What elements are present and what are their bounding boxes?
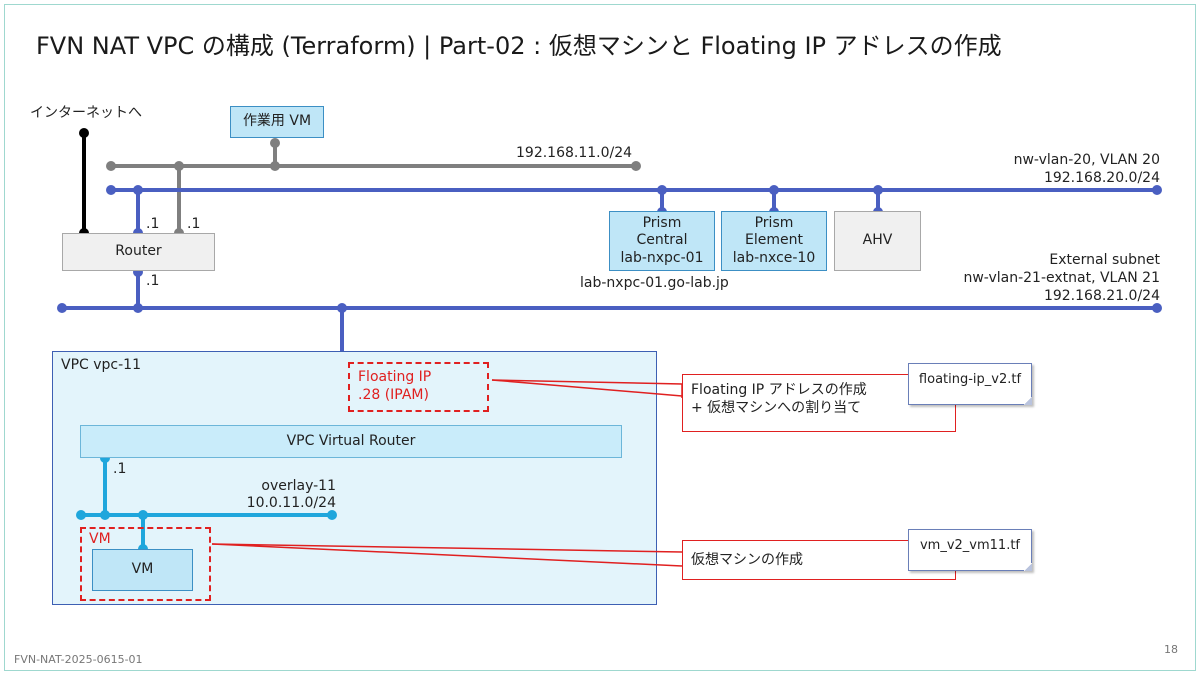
- ext-cidr: 192.168.21.0/24: [1043, 288, 1160, 304]
- router-box: Router: [62, 233, 215, 271]
- ahv-box: AHV: [834, 211, 921, 271]
- fip-tf-file: floating-ip_v2.tf: [908, 363, 1032, 405]
- vm-label: VM: [131, 561, 154, 578]
- vlan20-cidr: 192.168.20.0/24: [1043, 170, 1160, 186]
- ext-name: nw-vlan-21-extnat, VLAN 21: [963, 270, 1160, 286]
- net11-cidr: 192.168.11.0/24: [516, 145, 633, 161]
- overlay-cidr: 10.0.11.0/24: [246, 495, 336, 511]
- prism-element-box: Prism Element lab-nxce-10: [721, 211, 827, 271]
- fip-callout-line1: Floating IP アドレスの作成: [691, 382, 867, 398]
- prism-central-label: Prism Central lab-nxpc-01: [620, 214, 704, 266]
- footer-id: FVN-NAT-2025-0615-01: [14, 653, 143, 666]
- vm-tag: VM: [89, 531, 111, 547]
- work-vm-label: 作業用 VM: [242, 113, 312, 130]
- fip-tf-file-name: floating-ip_v2.tf: [918, 372, 1022, 387]
- slide-frame: [4, 4, 1196, 671]
- work-vm-box: 作業用 VM: [230, 106, 324, 138]
- vm-callout-text: 仮想マシンの作成: [691, 551, 803, 568]
- callout-leaders: [211, 379, 683, 567]
- vm-tf-file: vm_v2_vm11.tf: [908, 529, 1032, 571]
- vpc-router-if: .1: [113, 461, 127, 477]
- router-if-vlan20: .1: [146, 216, 160, 232]
- vm-highlight: VM: [80, 527, 211, 601]
- router-label: Router: [115, 243, 162, 260]
- ahv-label: AHV: [862, 232, 893, 249]
- vpc-router-label: VPC Virtual Router: [286, 432, 416, 449]
- floating-ip-highlight: Floating IP .28 (IPAM): [348, 362, 489, 412]
- mgmt-network-line: [106, 138, 641, 238]
- router-if-net11: .1: [187, 216, 201, 232]
- pc-fqdn: lab-nxpc-01.go-lab.jp: [580, 275, 729, 291]
- floating-ip-addr: .28 (IPAM): [358, 387, 429, 403]
- page-number: 18: [1164, 643, 1178, 656]
- floating-ip-title: Floating IP: [358, 369, 432, 385]
- ext-title: External subnet: [1049, 252, 1160, 268]
- overlay-name: overlay-11: [261, 478, 336, 494]
- vm-box: VM: [92, 549, 193, 591]
- vpc-name: VPC vpc-11: [61, 357, 141, 373]
- vlan20-name: nw-vlan-20, VLAN 20: [1013, 152, 1160, 168]
- prism-central-box: Prism Central lab-nxpc-01: [609, 211, 715, 271]
- router-if-ext: .1: [146, 273, 160, 289]
- internet-label: インターネットへ: [30, 105, 142, 121]
- fip-callout-line2: + 仮想マシンへの割り当て: [691, 400, 862, 417]
- vpc-router-box: VPC Virtual Router: [80, 425, 622, 458]
- prism-element-label: Prism Element lab-nxce-10: [732, 214, 816, 266]
- vm-tf-file-name: vm_v2_vm11.tf: [919, 538, 1021, 553]
- slide-title: FVN NAT VPC の構成 (Terraform) | Part-02 : …: [36, 32, 1002, 60]
